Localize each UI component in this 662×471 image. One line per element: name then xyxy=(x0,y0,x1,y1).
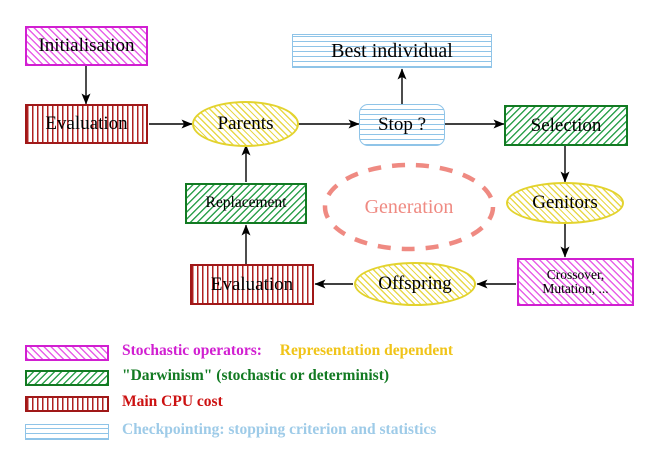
legend-row-main-cpu-cost: Main CPU cost xyxy=(0,393,640,422)
node-selection-label: Selection xyxy=(530,114,602,136)
node-generation-label: Generation xyxy=(364,195,454,218)
node-parents[interactable]: Parents xyxy=(192,101,299,147)
legend-row-stochastic-operators: Stochastic operators: Representation dep… xyxy=(0,342,640,371)
legend-swatch-green-hatch xyxy=(25,370,109,386)
node-evaluation-top[interactable]: Evaluation xyxy=(25,104,148,144)
node-evaluation-top-label: Evaluation xyxy=(45,113,128,135)
node-best-individual[interactable]: Best individual xyxy=(292,34,492,68)
node-best-individual-label: Best individual xyxy=(331,39,453,62)
node-stop-label: Stop ? xyxy=(377,114,427,136)
legend-text-checkpointing: Checkpointing: stopping criterion and st… xyxy=(122,421,437,438)
legend-swatch-blue-horizontal xyxy=(25,424,109,440)
node-crossover-mutation-label-line2: Mutation, ... xyxy=(542,281,609,296)
legend-text-main-cpu-cost: Main CPU cost xyxy=(122,393,223,410)
legend-row-darwinism: "Darwinism" (stochastic or determinist) xyxy=(0,367,640,396)
node-evaluation-bottom-label: Evaluation xyxy=(210,273,294,295)
legend-text-darwinism: "Darwinism" (stochastic or determinist) xyxy=(122,367,390,384)
node-generation: Generation xyxy=(325,187,493,227)
node-genitors-label: Genitors xyxy=(532,192,598,214)
node-crossover-mutation[interactable]: Crossover, Mutation, ... xyxy=(517,258,634,306)
legend-swatch-red-vertical xyxy=(25,396,109,412)
node-replacement-label: Replacement xyxy=(205,194,287,212)
node-evaluation-bottom[interactable]: Evaluation xyxy=(190,264,314,305)
legend-text-stochastic-operators: Stochastic operators: xyxy=(122,342,262,359)
node-replacement[interactable]: Replacement xyxy=(185,183,307,224)
node-initialisation-label: Initialisation xyxy=(38,35,135,57)
node-offspring[interactable]: Offspring xyxy=(354,262,476,306)
node-offspring-label: Offspring xyxy=(378,273,452,295)
node-stop[interactable]: Stop ? xyxy=(359,104,445,146)
node-selection[interactable]: Selection xyxy=(504,105,628,146)
legend-row-checkpointing: Checkpointing: stopping criterion and st… xyxy=(0,421,640,450)
legend: Stochastic operators: Representation dep… xyxy=(0,336,662,471)
legend-text-representation-dependent: Representation dependent xyxy=(279,342,454,359)
legend-swatch-magenta-hatch xyxy=(25,345,109,361)
node-initialisation[interactable]: Initialisation xyxy=(25,26,148,66)
node-parents-label: Parents xyxy=(217,113,274,135)
node-crossover-mutation-label-line1: Crossover, xyxy=(546,266,605,282)
legend-label-stochastic-operators: Stochastic operators: Representation dep… xyxy=(122,342,453,360)
node-genitors[interactable]: Genitors xyxy=(506,182,624,224)
